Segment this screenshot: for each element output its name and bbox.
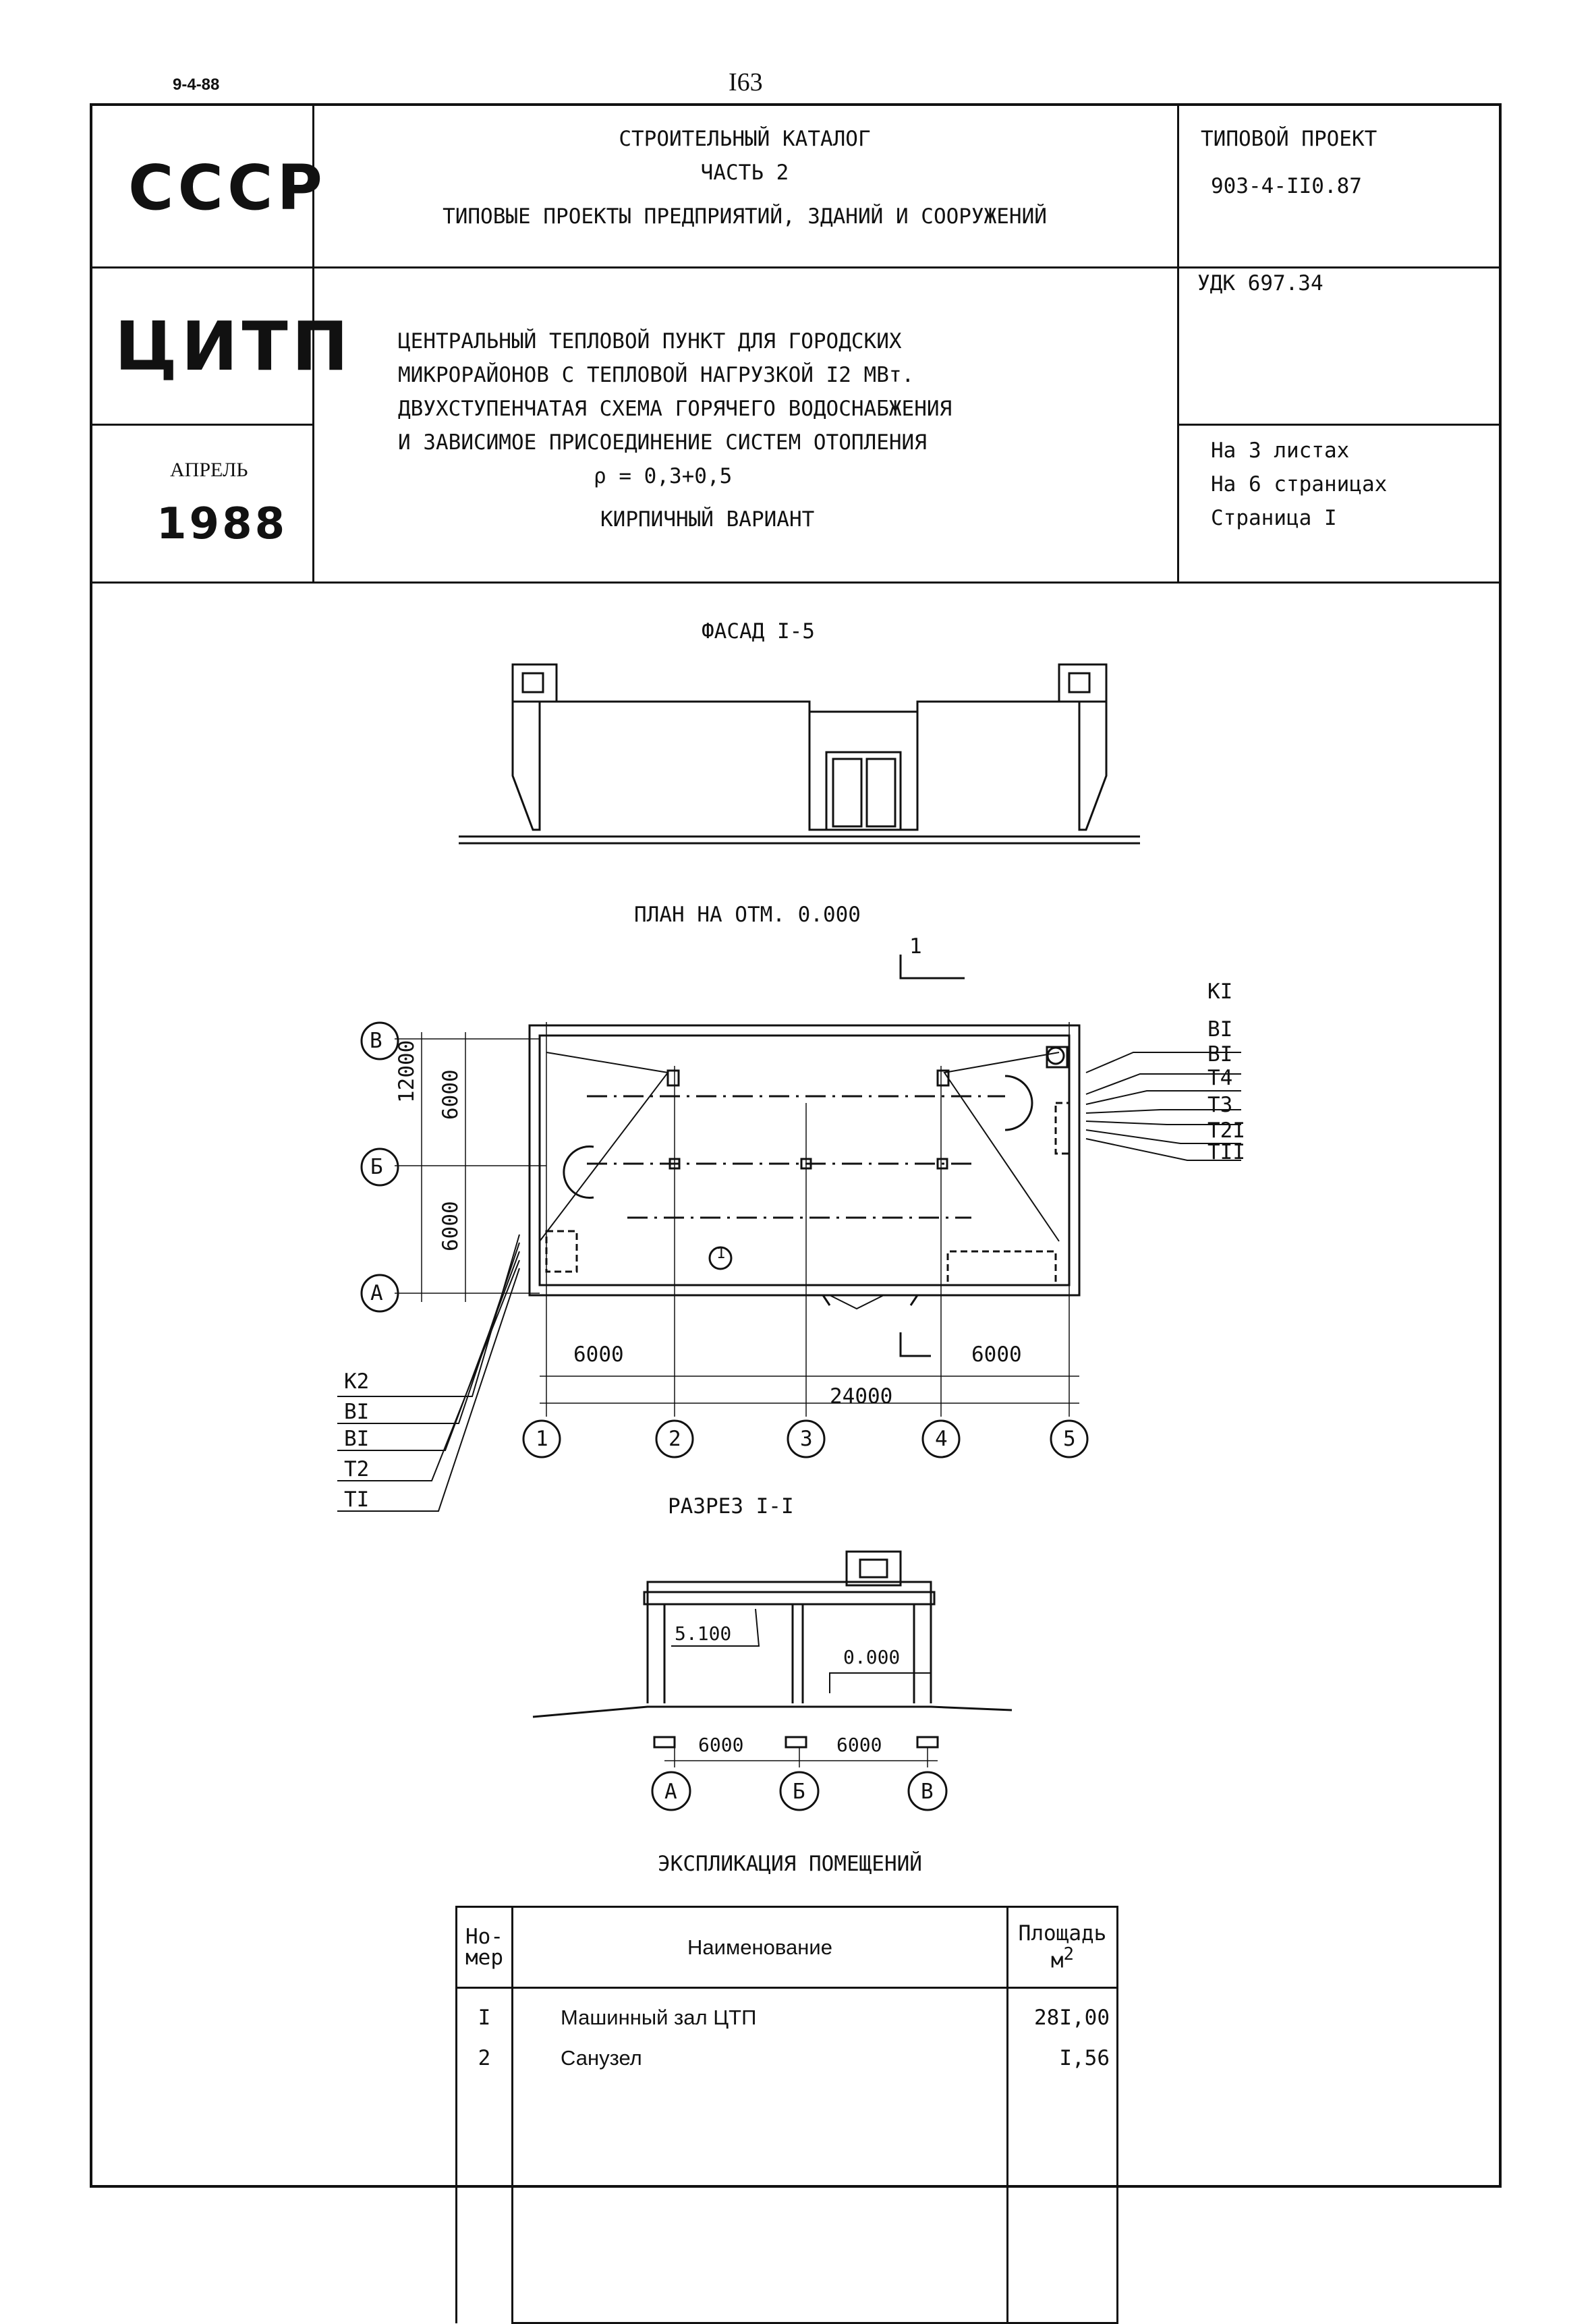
title-line3: ДВУХСТУПЕНЧАТАЯ СХЕМА ГОРЯЧЕГО ВОДОСНАБЖ…: [398, 397, 952, 421]
catalog-line2: ЧАСТЬ 2: [700, 161, 789, 185]
facade-title: ФАСАД I-5: [702, 619, 815, 644]
year: 1988: [156, 499, 288, 549]
col-name-header: Наименование: [511, 1906, 1008, 1989]
axis-label-3: 3: [800, 1427, 813, 1451]
pipe-label-b1-2: BI: [1207, 1042, 1233, 1067]
org-ussr: СССР: [128, 152, 326, 224]
divider: [90, 582, 1502, 584]
dim-12000: 12000: [395, 1040, 419, 1103]
dim-6000-right: 6000: [971, 1342, 1022, 1367]
pipe-label-bi: BI: [344, 1400, 370, 1424]
divider: [1177, 266, 1502, 268]
plan-drawing: [337, 955, 1241, 1811]
udk: УДК 697.34: [1197, 271, 1323, 295]
page-number: I63: [729, 68, 763, 96]
sheets-count: На 3 листах: [1211, 438, 1350, 463]
org-citp: ЦИТП: [115, 307, 353, 386]
axis-label-b: Б: [370, 1155, 383, 1179]
col-num-header: Но-мер: [455, 1906, 513, 1989]
pipe-label-k1: KI: [1207, 980, 1233, 1004]
title-line1: ЦЕНТРАЛЬНЫЙ ТЕПЛОВОЙ ПУНКТ ДЛЯ ГОРОДСКИХ: [398, 329, 902, 353]
elevation-top: 5.100: [675, 1622, 732, 1645]
axis-label-5: 5: [1063, 1427, 1076, 1451]
date-code: 9-4-88: [173, 76, 220, 94]
pipe-label-t4: T4: [1207, 1066, 1233, 1090]
section-mark-top: 1: [909, 934, 922, 959]
section-dim-left: 6000: [698, 1734, 744, 1756]
pipe-label-t2: T2: [344, 1457, 370, 1481]
pipe-label-t11: TII: [1207, 1140, 1245, 1164]
dim-6000-upper: 6000: [438, 1069, 463, 1120]
section-axis-b: Б: [793, 1780, 805, 1804]
axis-label-1: 1: [536, 1427, 548, 1451]
pipe-label-t21: T2I: [1207, 1118, 1245, 1143]
axis-label-v: В: [370, 1029, 382, 1053]
dim-24000: 24000: [830, 1384, 893, 1409]
dim-6000-lower: 6000: [438, 1201, 463, 1251]
plan-title: ПЛАН НА ОТМ. 0.000: [634, 903, 861, 927]
pipe-label-b1: BI: [1207, 1017, 1233, 1042]
title-line2: МИКРОРАЙОНОВ С ТЕПЛОВОЙ НАГРУЗКОЙ I2 МВт…: [398, 363, 915, 387]
title-line6: КИРПИЧНЫЙ ВАРИАНТ: [600, 507, 815, 532]
row-num: I 2: [455, 1987, 513, 2323]
divider: [1177, 424, 1502, 426]
pipe-label-k2: K2: [344, 1369, 370, 1394]
divider: [1177, 103, 1179, 582]
explication-title: ЭКСПЛИКАЦИЯ ПОМЕЩЕНИЙ: [658, 1852, 922, 1876]
room-mark: 1: [716, 1245, 726, 1262]
axis-label-a: А: [370, 1281, 383, 1305]
facade-drawing: [459, 663, 1140, 845]
section-axis-v: В: [921, 1780, 934, 1804]
section-title: РАЗРЕЗ I-I: [668, 1494, 794, 1519]
divider: [312, 103, 314, 582]
pipe-label-t3: T3: [1207, 1093, 1233, 1117]
catalog-line3: ТИПОВЫЕ ПРОЕКТЫ ПРЕДПРИЯТИЙ, ЗДАНИЙ И СО…: [443, 204, 1047, 229]
section-axis-a: А: [664, 1780, 677, 1804]
divider: [90, 266, 1178, 268]
title-line4: И ЗАВИСИМОЕ ПРИСОЕДИНЕНИЕ СИСТЕМ ОТОПЛЕН…: [398, 430, 927, 455]
page-index: Страница I: [1211, 506, 1337, 530]
pipe-label-ti: TI: [344, 1487, 370, 1512]
pages-count: На 6 страницах: [1211, 472, 1388, 497]
row-area: 28I,00 I,56: [1006, 1987, 1118, 2324]
section-dim-right: 6000: [836, 1734, 882, 1756]
pipe-label-bi-2: BI: [344, 1427, 370, 1451]
project-label: ТИПОВОЙ ПРОЕКТ: [1201, 127, 1377, 151]
month: АПРЕЛЬ: [170, 459, 248, 481]
elevation-floor: 0.000: [843, 1646, 901, 1668]
divider: [90, 424, 312, 426]
catalog-line1: СТРОИТЕЛЬНЫЙ КАТАЛОГ: [619, 127, 871, 151]
table-row: I 2 Машинный зал ЦТП Санузел 28I,00 I,56: [455, 1987, 1118, 2324]
axis-label-4: 4: [935, 1427, 948, 1451]
row-name: Машинный зал ЦТП Санузел: [511, 1987, 1008, 2324]
dim-6000-left: 6000: [573, 1342, 624, 1367]
project-number: 903-4-II0.87: [1211, 174, 1362, 198]
title-line5: ρ = 0,3+0,5: [594, 464, 733, 488]
axis-label-2: 2: [668, 1427, 681, 1451]
